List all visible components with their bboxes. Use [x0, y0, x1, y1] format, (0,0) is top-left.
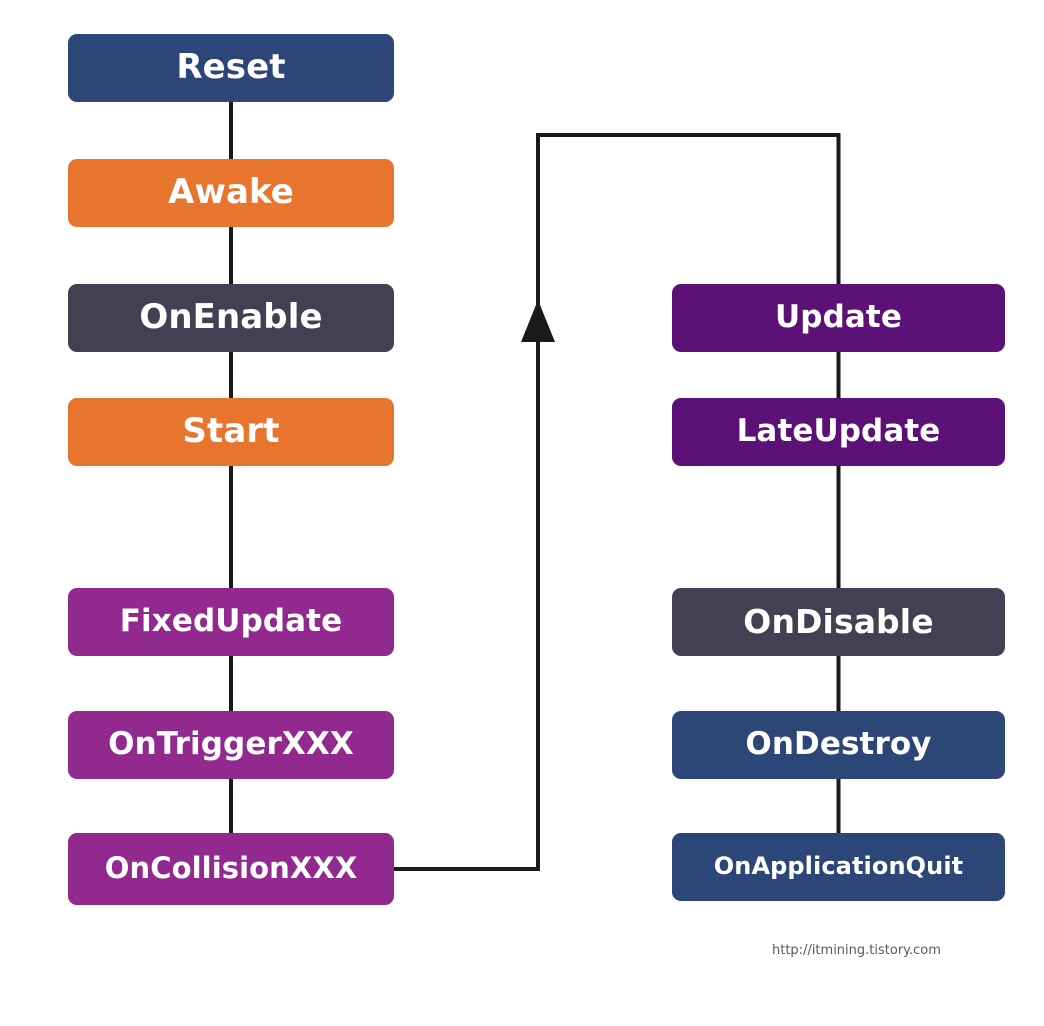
node-label-awake: Awake [168, 172, 294, 212]
node-label-start: Start [182, 411, 280, 451]
node-label-on-destroy: OnDestroy [745, 725, 932, 762]
node-label-on-application-quit: OnApplicationQuit [713, 852, 964, 880]
node-label-fixed-update: FixedUpdate [119, 602, 343, 639]
node-on-disable[interactable]: OnDisable [672, 588, 1005, 656]
node-label-on-trigger-xxx: OnTriggerXXX [108, 725, 354, 762]
node-label-on-enable: OnEnable [139, 297, 323, 337]
node-on-enable[interactable]: OnEnable [68, 284, 394, 352]
node-start[interactable]: Start [68, 398, 394, 466]
arrowhead-on-collision-to-update-loop [521, 300, 555, 342]
node-awake[interactable]: Awake [68, 159, 394, 227]
node-fixed-update[interactable]: FixedUpdate [68, 588, 394, 656]
node-reset[interactable]: Reset [68, 34, 394, 102]
node-label-on-collision-xxx: OnCollisionXXX [104, 850, 358, 885]
node-label-update: Update [775, 298, 902, 335]
node-label-late-update: LateUpdate [736, 412, 941, 449]
node-on-trigger-xxx[interactable]: OnTriggerXXX [68, 711, 394, 779]
node-on-collision-xxx[interactable]: OnCollisionXXX [68, 833, 394, 905]
node-late-update[interactable]: LateUpdate [672, 398, 1005, 466]
node-label-reset: Reset [176, 47, 286, 87]
watermark-url: http://itmining.tistory.com [772, 943, 941, 958]
node-label-on-disable: OnDisable [743, 601, 934, 641]
node-on-destroy[interactable]: OnDestroy [672, 711, 1005, 779]
node-update[interactable]: Update [672, 284, 1005, 352]
node-on-application-quit[interactable]: OnApplicationQuit [672, 833, 1005, 901]
